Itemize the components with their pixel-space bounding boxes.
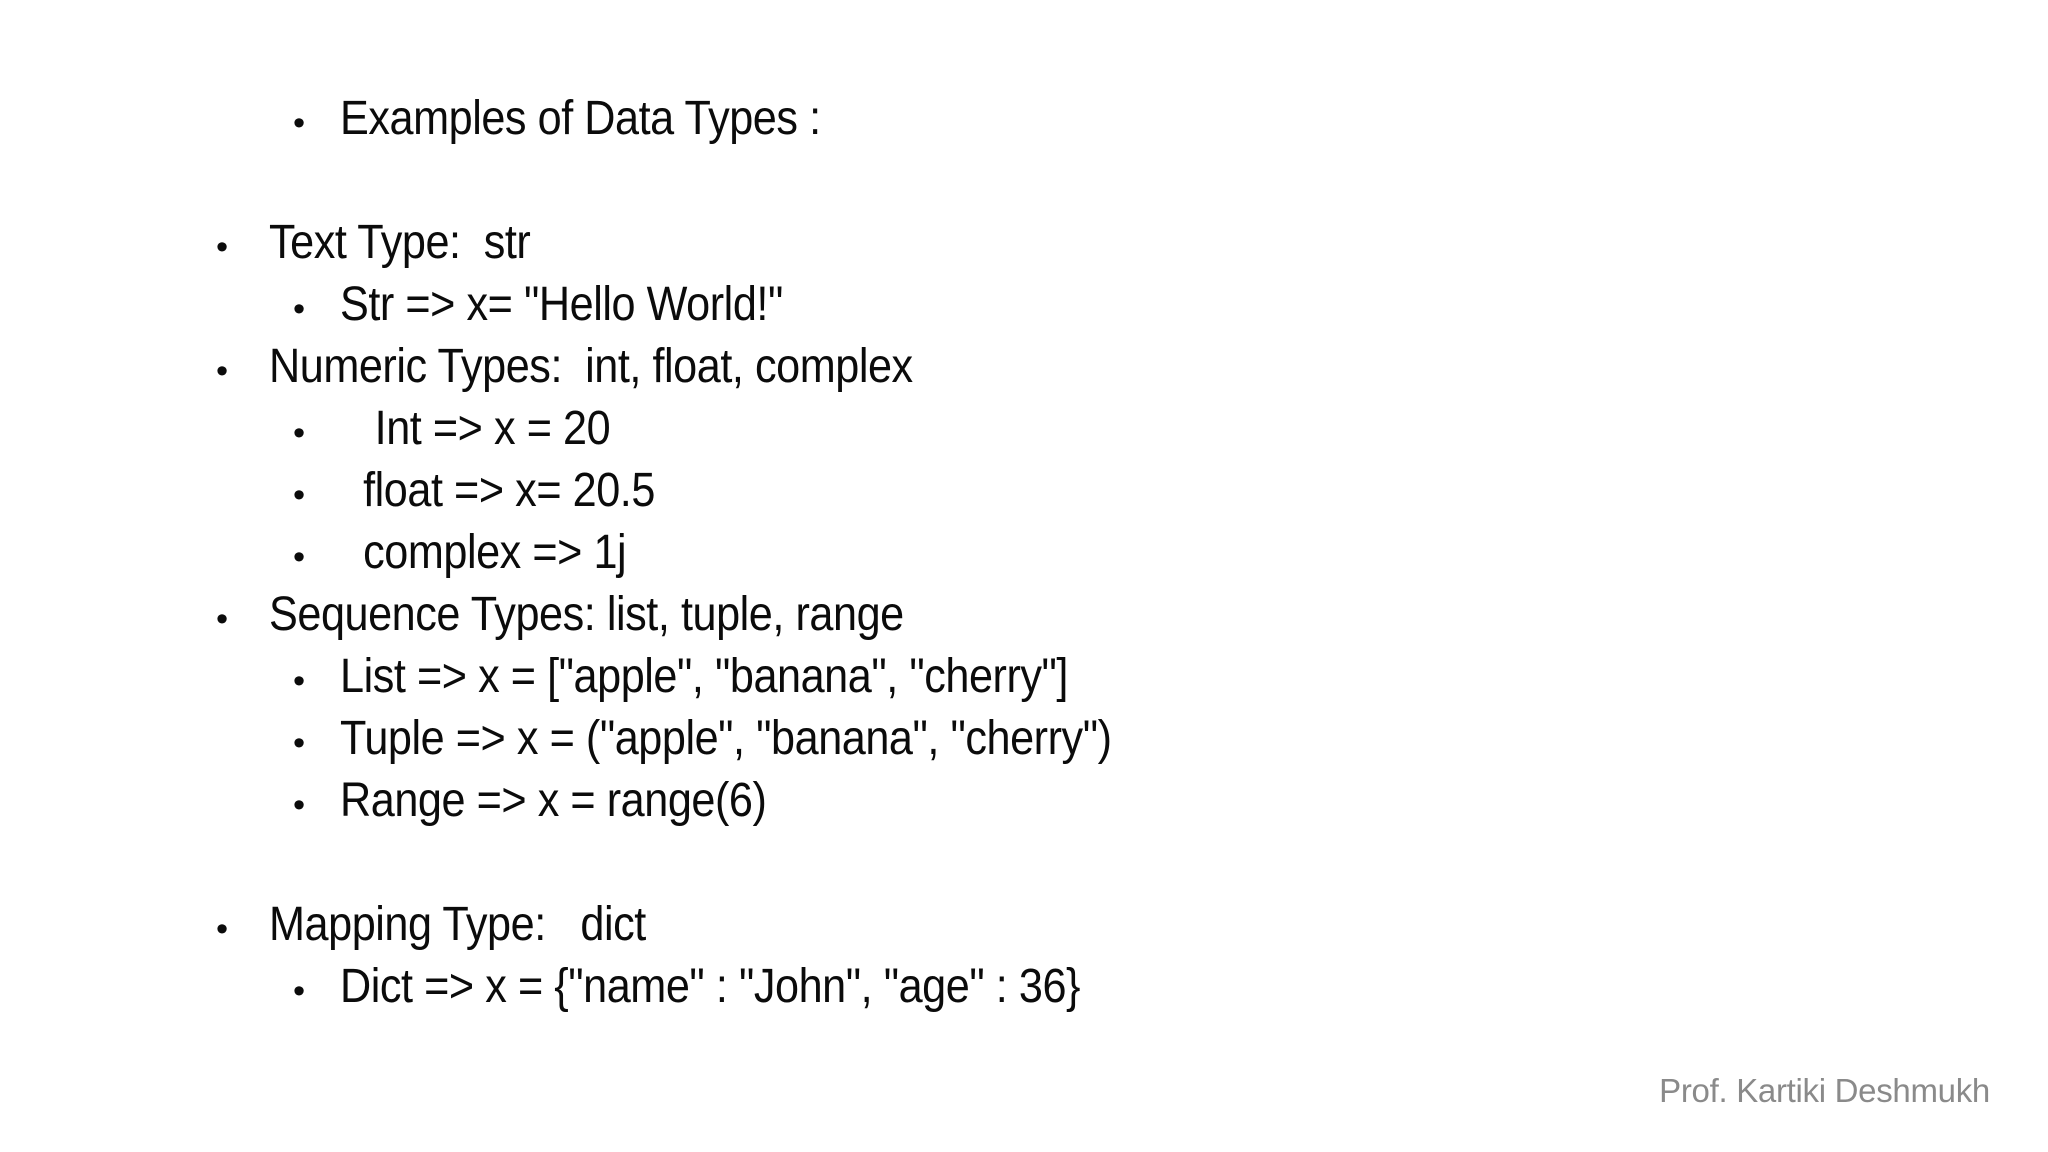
bullet-item: • Str => x= "Hello World!" xyxy=(0,274,1197,336)
bullet-text: Str => x= "Hello World!" xyxy=(340,278,783,331)
bullet-text: float => x= 20.5 xyxy=(340,464,655,517)
bullet-icon: • xyxy=(216,228,229,266)
bullet-icon: • xyxy=(293,538,306,576)
bullet-item: • complex => 1j xyxy=(0,522,1197,584)
bullet-icon: • xyxy=(216,910,229,948)
bullet-text: Range => x = range(6) xyxy=(340,774,767,827)
bullet-icon: • xyxy=(216,600,229,638)
blank-line xyxy=(0,150,1197,212)
bullet-text: Sequence Types: list, tuple, range xyxy=(269,588,904,641)
bullet-item: • Dict => x = {"name" : "John", "age" : 3… xyxy=(0,956,1197,1018)
bullet-item: • Numeric Types: int, float, complex xyxy=(0,336,1197,398)
bullet-item: • Mapping Type: dict xyxy=(0,894,1197,956)
bullet-text: Dict => x = {"name" : "John", "age" : 36… xyxy=(340,960,1080,1013)
bullet-text: Examples of Data Types : xyxy=(340,92,821,145)
bullet-text: Text Type: str xyxy=(269,216,531,269)
bullet-item: • Int => x = 20 xyxy=(0,398,1197,460)
bullet-item: • Examples of Data Types : xyxy=(0,88,1197,150)
bullet-text: List => x = ["apple", "banana", "cherry"… xyxy=(340,650,1068,703)
bullet-icon: • xyxy=(293,290,306,328)
bullet-icon: • xyxy=(293,786,306,824)
bullet-item: • Text Type: str xyxy=(0,212,1197,274)
bullet-icon: • xyxy=(293,972,306,1010)
bullet-item: • List => x = ["apple", "banana", "cherry… xyxy=(0,646,1197,708)
footer-author: Prof. Kartiki Deshmukh xyxy=(1659,1072,1990,1109)
bullet-item: • Sequence Types: list, tuple, range xyxy=(0,584,1197,646)
bullet-icon: • xyxy=(293,476,306,514)
bullet-text: Int => x = 20 xyxy=(340,402,611,455)
bullet-item: • float => x= 20.5 xyxy=(0,460,1197,522)
bullet-icon: • xyxy=(293,662,306,700)
bullet-text: Mapping Type: dict xyxy=(269,898,646,951)
bullet-item: • Tuple => x = ("apple", "banana", "cherr… xyxy=(0,708,1197,770)
bullet-icon: • xyxy=(293,724,306,762)
bullet-item: • Range => x = range(6) xyxy=(0,770,1197,832)
bullet-text: Tuple => x = ("apple", "banana", "cherry… xyxy=(340,712,1112,765)
bullet-text: Numeric Types: int, float, complex xyxy=(269,340,913,393)
bullet-text: complex => 1j xyxy=(340,526,627,579)
bullet-icon: • xyxy=(293,414,306,452)
slide-bullet-list: • Examples of Data Types : • Text Type: str… xyxy=(0,88,1197,1018)
bullet-icon: • xyxy=(293,104,306,142)
blank-line xyxy=(0,832,1197,894)
bullet-icon: • xyxy=(216,352,229,390)
